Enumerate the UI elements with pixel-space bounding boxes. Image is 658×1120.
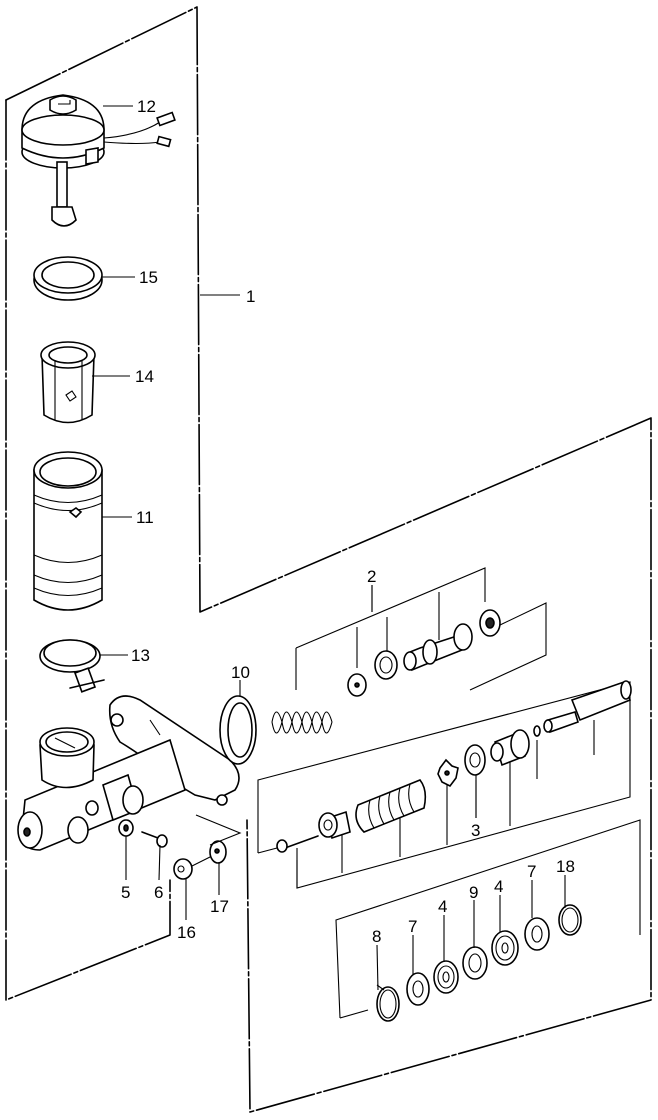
washer-5-icon [118,819,134,837]
callout-7b: 7 [527,862,536,881]
reservoir-tank-icon [33,451,103,611]
callout-2: 2 [367,567,376,586]
nut-16-icon [173,855,213,880]
callout-15: 15 [139,268,158,287]
washer-17-icon [209,840,227,864]
assembly-boundary [5,6,652,1113]
callout-4a: 4 [438,897,447,916]
stopper-bolt-6-icon [141,831,168,848]
callout-14: 14 [135,367,154,386]
hose-clamp-icon [39,639,105,693]
seal-kit-set-icon [335,819,641,1022]
master-cylinder-body-icon [17,695,240,851]
callout-18: 18 [556,857,575,876]
callout-9: 9 [469,883,478,902]
callout-16: 16 [177,923,196,942]
callout-7a: 7 [408,917,417,936]
callout-1: 1 [246,287,255,306]
cap-seal-icon [33,256,103,301]
reservoir-cap-icon [21,94,176,227]
callout-6: 6 [154,883,163,902]
callout-4b: 4 [494,877,503,896]
secondary-piston-set-icon [257,680,632,889]
callout-5: 5 [121,883,130,902]
o-ring-10-icon [219,695,257,765]
strainer-icon [40,341,96,424]
leader-lines [92,105,566,991]
callout-3: 3 [471,821,480,840]
callout-17: 17 [210,897,229,916]
mount-bracket-outline [195,814,242,846]
callout-8: 8 [372,927,381,946]
callout-10: 10 [231,663,250,682]
callout-12: 12 [137,97,156,116]
callout-13: 13 [131,646,150,665]
callout-11: 11 [136,508,154,527]
primary-piston-set-icon [271,567,547,734]
